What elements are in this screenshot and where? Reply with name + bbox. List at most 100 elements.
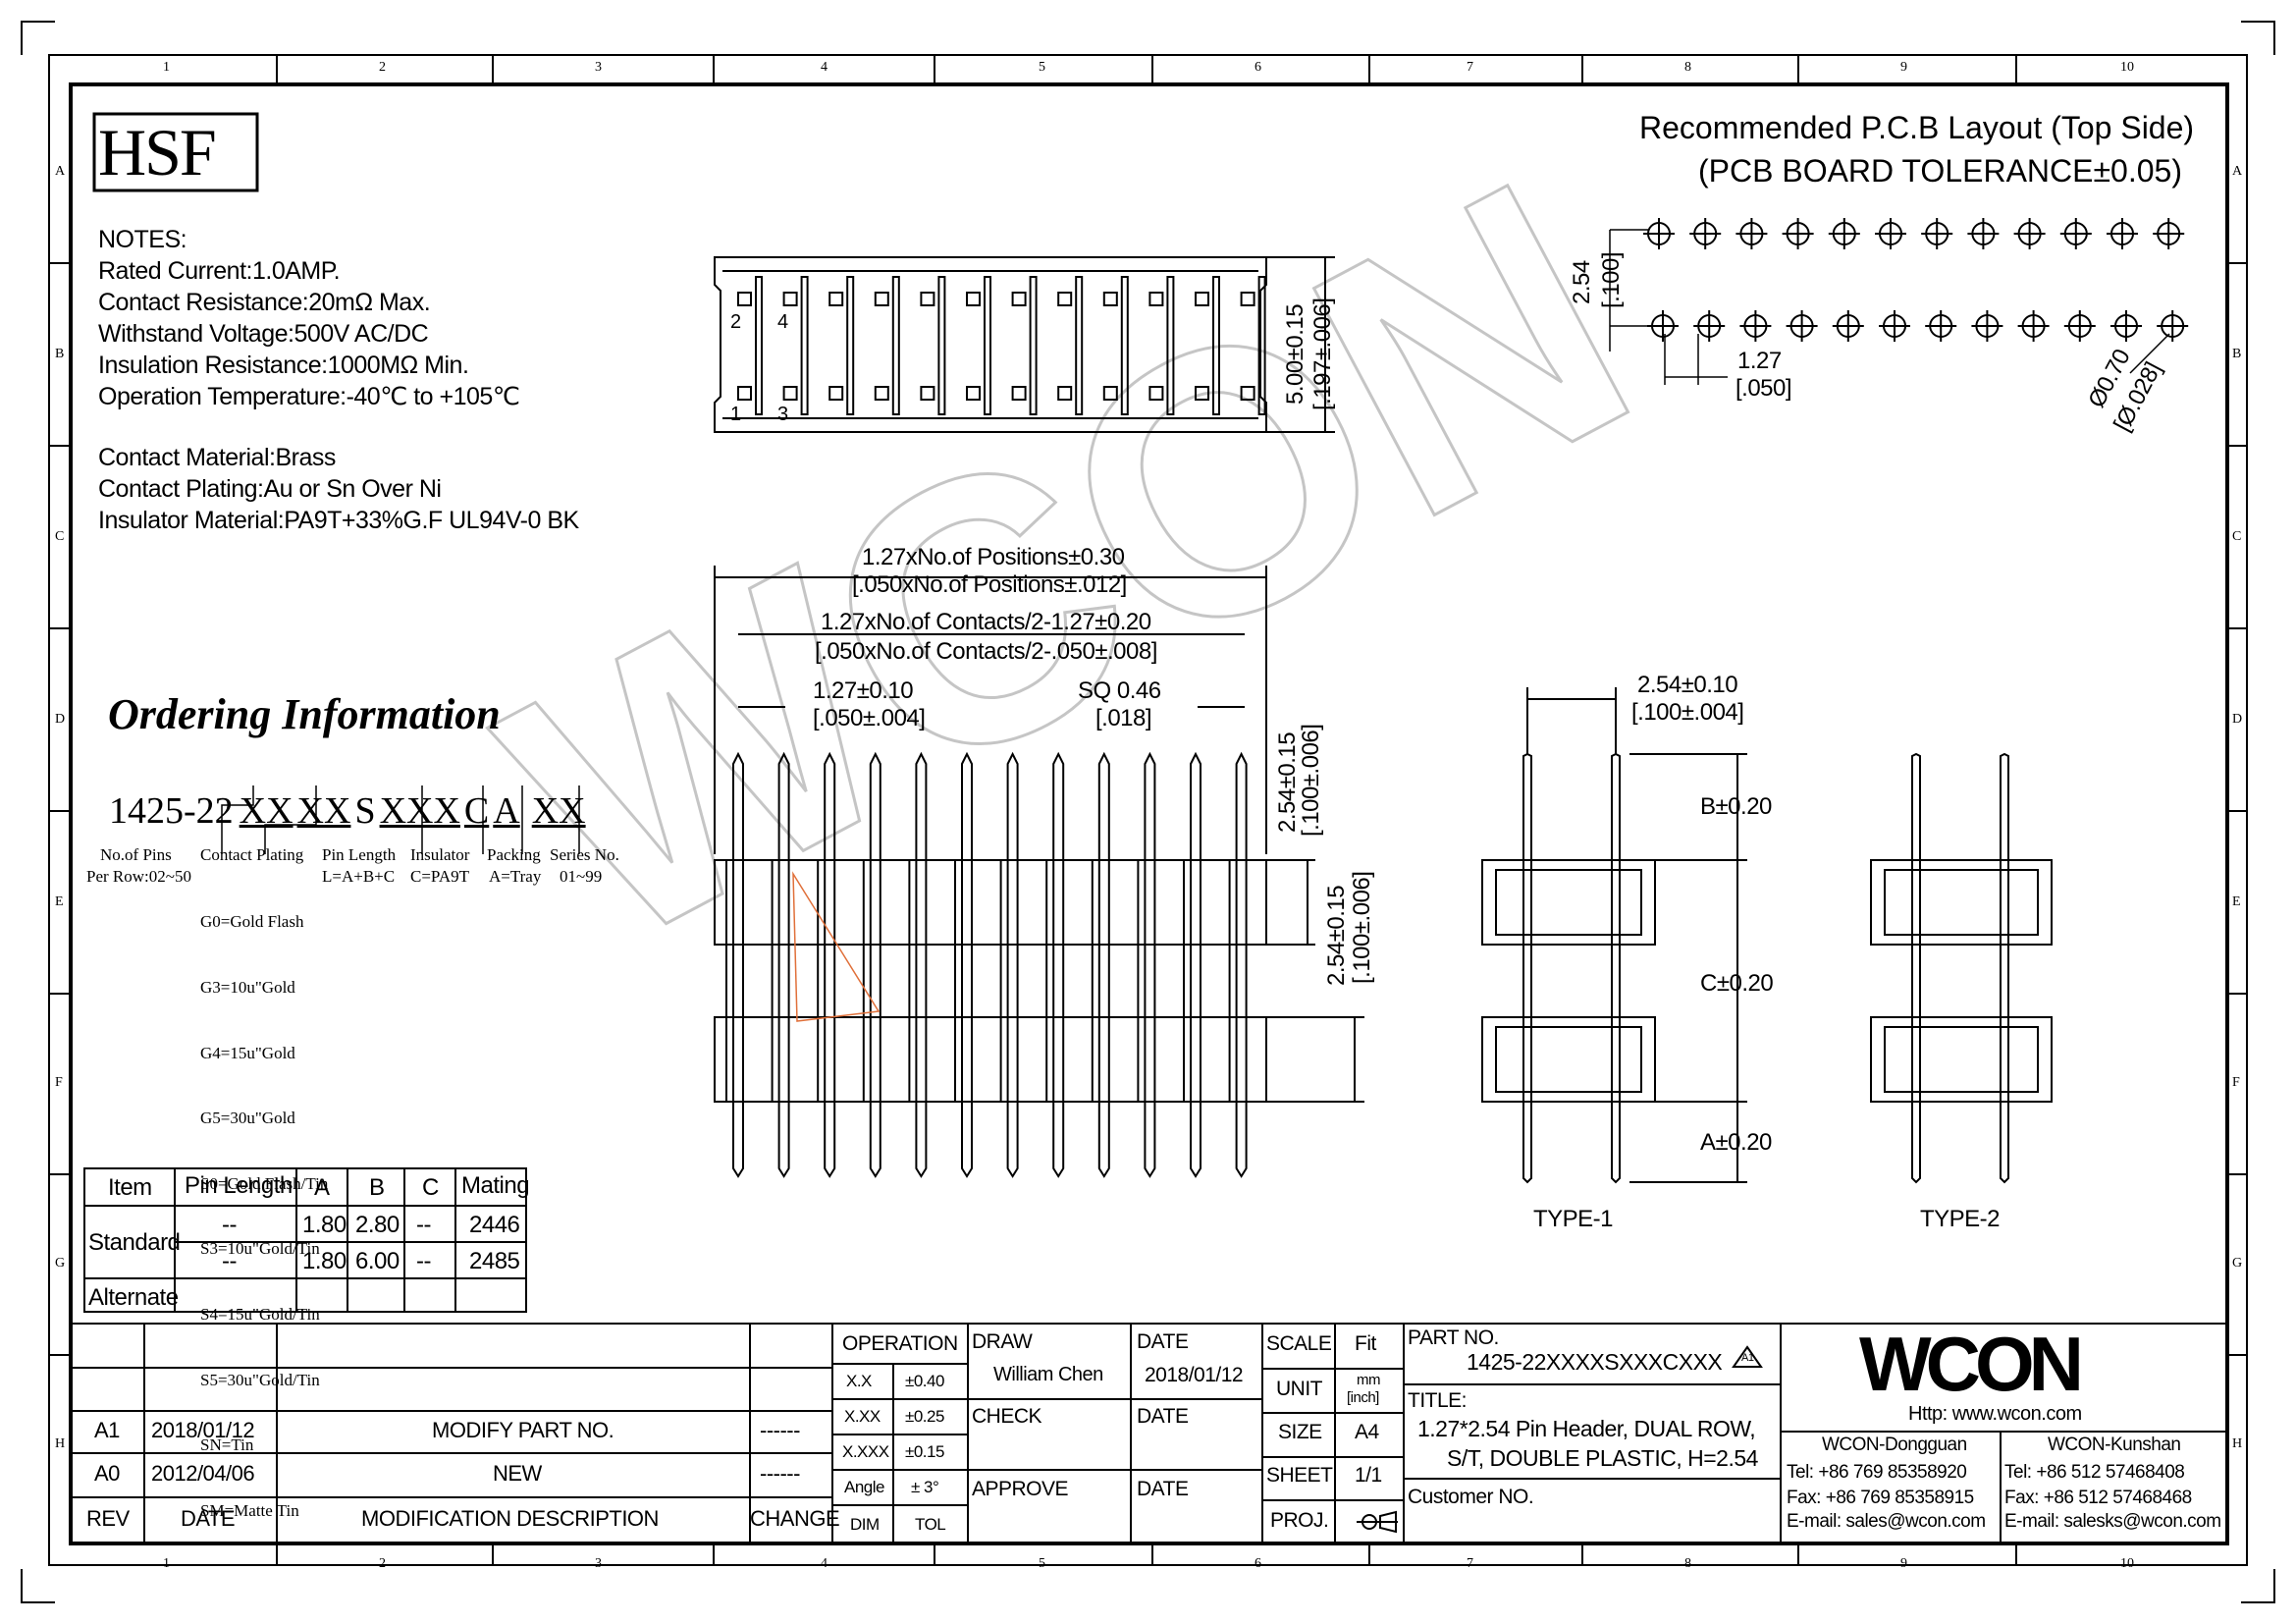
plating-option: SN=Tin [200,1435,254,1455]
pcb-hole [1735,218,1768,249]
pcb-hole [2110,310,2142,342]
top-height-dim-in: [.197±.006] [1309,298,1336,410]
zone-row-label: G [2232,1256,2243,1271]
dim-b: B±0.20 [1700,793,1772,820]
zone-col-label: 10 [2120,60,2134,75]
type1-label: TYPE-1 [1533,1206,1614,1232]
pcb-hole [2157,310,2189,342]
side-view-type2 [1870,752,2053,1184]
ordering-col-line: Per Row:02~50 [86,867,191,886]
table-cell: -- [416,1212,431,1238]
plating-option: SM=Matte Tin [200,1500,299,1520]
dim-insulator2-in: [.100±.006] [1349,871,1375,984]
pcb-pitch-h: 1.27 [1737,348,1782,374]
dim-sq-in: [.018] [1095,705,1152,731]
dim-pitch-in: [.050±.004] [813,705,926,731]
tol-value: ±0.25 [905,1407,944,1426]
zone-row-label: H [55,1436,66,1451]
note-line: Rated Current:1.0AMP. [98,257,341,285]
notes: NOTES: Rated Current:1.0AMP. Contact Res… [98,224,579,536]
top-rib [984,276,991,415]
code-part: A [493,790,520,832]
ordering-col-head: No.of Pins [100,845,172,864]
rev-a0: A0 [94,1461,120,1486]
pcb-hole [1647,310,1679,342]
pcb-hole [1786,310,1818,342]
rev-a1: A1 [94,1418,120,1442]
ordering-col-head: Pin Length [322,845,397,864]
pin-label: 3 [777,404,789,425]
code-part: C [463,790,490,832]
change-head: CHANGE [750,1506,840,1531]
zone-row-label: C [2232,529,2242,544]
top-pin-square [1011,386,1027,401]
zone-col-label: 1 [163,1556,170,1571]
pcb-hole [2107,218,2138,249]
size-value: A4 [1355,1421,1379,1443]
size-label: SIZE [1278,1421,1322,1443]
zone-row-label: H [2232,1436,2243,1451]
pcb-hole [2013,218,2046,249]
pin-label: 2 [730,311,742,333]
standard-label: Standard [88,1229,181,1256]
dim-insulator: 2.54±0.15 [1274,731,1301,833]
tol-label: X.X [846,1372,872,1390]
top-pin-square [737,386,752,401]
zone-row-label: F [55,1075,63,1090]
title-block [71,1323,2227,1543]
pcb-hole [1879,310,1910,342]
top-rib [1166,276,1175,415]
dim-insulator-in: [.100±.006] [1298,724,1324,837]
front-pin [1052,751,1065,1178]
zone-row-label: D [2232,712,2243,727]
side-view-type1 [1481,687,1747,1184]
pcb-hole [1921,218,1953,249]
unit-label: UNIT [1276,1378,1323,1400]
item-header: B [369,1174,385,1201]
top-pin-square [1240,292,1255,306]
top-rib [1120,276,1129,415]
notes-heading: NOTES: [98,226,187,253]
top-pin-square [828,292,844,306]
top-rib [891,276,900,415]
pcb-hole [1967,218,2000,249]
zone-col-label: 5 [1039,1556,1045,1571]
rev-a0-date: 2012/04/06 [151,1461,255,1486]
top-pin-square [1057,292,1073,306]
table-cell: 6.00 [355,1248,400,1274]
dim-insulator2: 2.54±0.15 [1323,885,1350,986]
zone-col-label: 6 [1255,60,1261,75]
proj-label: PROJ. [1270,1509,1329,1532]
pcb-hole [1782,218,1814,249]
note-line: Insulation Resistance:1000MΩ Min. [98,352,469,379]
plating-option: G0=Gold Flash [200,912,304,932]
item-table [83,1167,527,1313]
table-cell: 1.80 [302,1248,347,1274]
top-pin-square [1148,386,1164,401]
top-rib [1257,276,1266,415]
item-header: A [314,1174,330,1201]
zone-col-label: 1 [163,60,170,75]
dim-positions-in: [.050xNo.of Positions±.012] [852,571,1127,598]
plating-option: G3=10u"Gold [200,978,295,998]
plating-option: S3=10u"Gold/Tin [200,1239,320,1259]
date-head: DATE [181,1506,236,1531]
pcb-hole [2059,218,2092,249]
pcb-hole [2063,310,2096,342]
pcb-hole-pattern [1643,218,2189,342]
tol-value: ±0.15 [905,1442,944,1461]
front-pin [1235,751,1248,1178]
check-label: CHECK [972,1405,1042,1428]
dim-contacts-in: [.050xNo.of Contacts/2-.050±.008] [815,638,1157,665]
zone-row-label: G [55,1256,66,1271]
table-cell: 2446 [469,1212,520,1238]
rev-a1-desc: MODIFY PART NO. [432,1418,614,1442]
item-header: Mating [461,1172,530,1199]
plating-option: S4=15u"Gold/Tin [200,1305,320,1325]
top-pin-square [782,386,798,401]
material-line: Contact Material:Brass [98,444,336,471]
pcb-hole [1828,218,1860,249]
zone-row-label: B [55,347,65,361]
dim-c: C±0.20 [1700,970,1774,997]
